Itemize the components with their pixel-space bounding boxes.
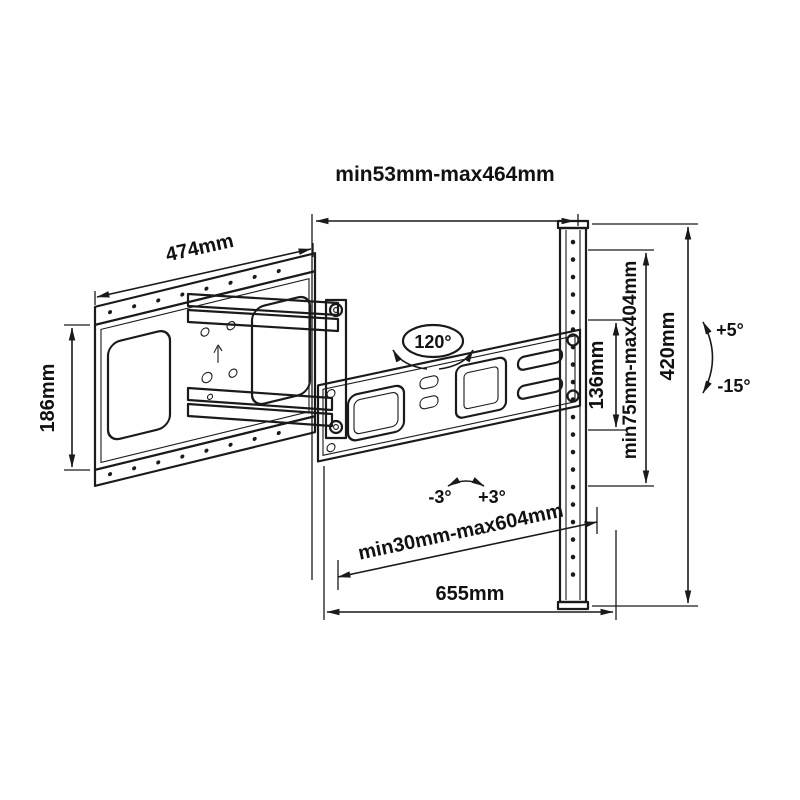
- wall-plate-center-detail: [200, 321, 238, 400]
- level-arc-arrow: [447, 477, 485, 487]
- lower-pivot-bolt-center: [333, 424, 339, 430]
- plate-hole-large: [201, 371, 213, 384]
- wall-plate-right-cutout: [250, 295, 312, 406]
- tilt-arc-arrow: [702, 321, 714, 394]
- plate-width-label: 474mm: [164, 230, 236, 266]
- plate-height-label: 186mm: [37, 364, 59, 433]
- up-arrow-mark: [213, 344, 223, 363]
- swivel-arrow-right: [438, 349, 474, 370]
- plate-hole-medium: [228, 368, 238, 378]
- tilt-down-label: -15°: [717, 376, 750, 396]
- tilt-up-label: +5°: [716, 320, 744, 340]
- wall-plate-left-cutout: [106, 330, 172, 441]
- rail-attachment-bolt-bottom: [566, 389, 580, 403]
- plate-hole-small: [206, 393, 214, 400]
- bottom-range-label: min30mm-max604mm: [356, 500, 565, 565]
- dimension-rail-height: 420mm: [592, 223, 698, 607]
- bracket-slot-top: [419, 375, 439, 390]
- dimension-line: [96, 248, 312, 298]
- dimension-bottom-range: min30mm-max604mm: [337, 500, 598, 590]
- total-width-label: 655mm: [436, 583, 505, 605]
- swivel-angle-ellipse: [401, 323, 465, 359]
- level-angle-indicator: -3° +3°: [428, 477, 506, 507]
- lower-pivot-bolt: [328, 419, 344, 435]
- bracket-left-cutout-inner: [353, 391, 399, 435]
- keyhole-slot-left: [200, 327, 210, 337]
- lower-arm-bar-2: [186, 402, 334, 428]
- bracket-left-cutout: [346, 384, 406, 442]
- upper-pivot-bolt-center: [333, 307, 339, 313]
- dimension-vesa-range: min75mm-max404mm: [588, 249, 654, 487]
- wall-plate: [93, 252, 317, 487]
- swivel-angle-indicator: 120°: [392, 323, 474, 370]
- bracket-end-hole-bottom: [326, 442, 336, 453]
- dimension-hole-spacing: 136mm: [586, 319, 626, 431]
- articulating-arms: [186, 292, 348, 440]
- dimension-line: [337, 521, 598, 578]
- bracket-right-slot-top: [516, 348, 564, 371]
- bracket-bar-inner-outline: [322, 335, 576, 457]
- level-left-label: -3°: [428, 487, 451, 507]
- upper-pivot-bolt: [328, 302, 344, 318]
- dimension-total-width: 655mm: [323, 466, 617, 620]
- bracket-right-slot-bottom: [516, 377, 564, 400]
- level-right-label: +3°: [478, 487, 506, 507]
- vertical-rail: [556, 219, 590, 611]
- tilt-angle-indicator: +5° -15°: [702, 320, 751, 396]
- bracket-center-opening-inner: [463, 366, 499, 410]
- swivel-arrow-left: [392, 349, 428, 370]
- vesa-range-label: min75mm-max404mm: [620, 261, 641, 460]
- rail-attachment-bolt-top: [566, 333, 580, 347]
- hole-spacing-label: 136mm: [586, 341, 608, 410]
- dimension-top-range: min53mm-max464mm: [311, 163, 579, 580]
- top-range-label: min53mm-max464mm: [335, 163, 554, 186]
- bottom-flange-mounting-holes: [108, 425, 302, 477]
- bracket-end-hole-top: [326, 388, 336, 399]
- dimension-plate-width: 474mm: [94, 230, 314, 305]
- bracket-slot-bottom: [419, 395, 439, 410]
- rail-height-label: 420mm: [657, 312, 679, 381]
- dimension-plate-height: 186mm: [37, 324, 90, 471]
- upper-arm-bar-2: [186, 308, 340, 333]
- elbow-link: [324, 298, 348, 440]
- swivel-angle-label: 120°: [414, 332, 451, 352]
- rail-bottom-cap: [556, 600, 590, 611]
- bracket-center-opening: [454, 356, 508, 419]
- lower-arm-bar-1: [186, 386, 334, 412]
